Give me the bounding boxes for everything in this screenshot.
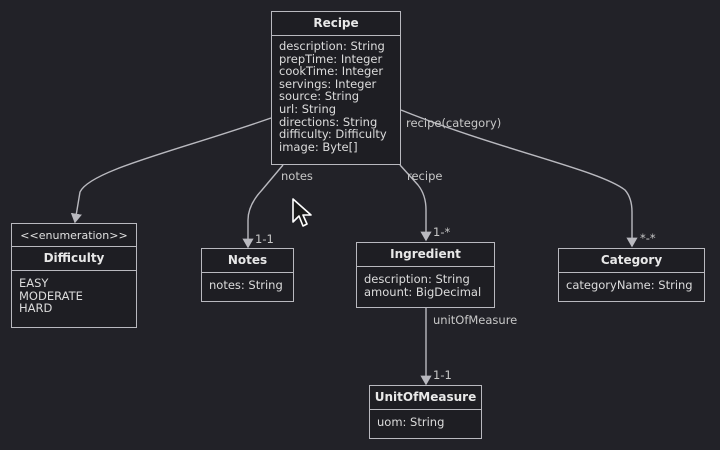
class-category[interactable]: Category categoryName: String bbox=[558, 248, 705, 302]
attribute: cookTime: Integer bbox=[279, 64, 384, 79]
attribute: directions: String bbox=[279, 114, 378, 129]
class-notes-name: Notes bbox=[202, 249, 293, 273]
attribute: source: String bbox=[279, 89, 360, 104]
class-unitofmeasure[interactable]: UnitOfMeasure uom: String bbox=[369, 385, 482, 439]
attribute: description: String bbox=[364, 272, 470, 286]
attribute: prepTime: Integer bbox=[279, 51, 383, 66]
edge-label-category-role: recipe(category) bbox=[406, 116, 502, 130]
attribute: image: Byte[] bbox=[279, 139, 358, 154]
class-difficulty-name: Difficulty bbox=[12, 247, 136, 271]
class-unitofmeasure-name: UnitOfMeasure bbox=[370, 386, 481, 410]
edge-label-uom-multiplicity: 1-1 bbox=[433, 368, 452, 382]
class-difficulty-literals: EASY MODERATE HARD bbox=[12, 271, 136, 320]
attribute: difficulty: Difficulty bbox=[279, 127, 387, 142]
class-difficulty[interactable]: <<enumeration>> Difficulty EASY MODERATE… bbox=[11, 223, 137, 328]
class-recipe[interactable]: Recipe description: String prepTime: Int… bbox=[271, 11, 401, 165]
edge-label-notes-role: notes bbox=[281, 169, 313, 183]
attribute: servings: Integer bbox=[279, 76, 377, 91]
attribute: amount: BigDecimal bbox=[364, 284, 482, 299]
class-difficulty-stereotype: <<enumeration>> bbox=[12, 224, 136, 247]
edge-label-ingredient-role: recipe bbox=[407, 169, 443, 183]
edge-recipe-category bbox=[400, 109, 638, 248]
edge-label-category-multiplicity: *-* bbox=[640, 231, 656, 245]
class-recipe-name: Recipe bbox=[272, 12, 400, 36]
class-recipe-attributes: description: String prepTime: Integer co… bbox=[272, 36, 400, 158]
attribute: uom: String bbox=[377, 415, 445, 429]
attribute: categoryName: String bbox=[566, 278, 693, 292]
edge-label-ingredient-multiplicity: 1-* bbox=[433, 225, 451, 239]
enum-literal: EASY bbox=[19, 276, 49, 290]
enum-literal: MODERATE bbox=[19, 288, 83, 303]
enum-literal: HARD bbox=[19, 301, 53, 316]
class-notes-attributes: notes: String bbox=[202, 273, 293, 297]
attribute: notes: String bbox=[209, 278, 283, 292]
class-category-attributes: categoryName: String bbox=[559, 273, 704, 297]
edge-recipe-ingredient bbox=[399, 164, 432, 242]
class-category-name: Category bbox=[559, 249, 704, 273]
class-ingredient-attributes: description: String amount: BigDecimal bbox=[357, 267, 494, 303]
attribute: description: String bbox=[279, 39, 385, 53]
edge-label-notes-multiplicity: 1-1 bbox=[255, 232, 274, 246]
class-unitofmeasure-attributes: uom: String bbox=[370, 410, 481, 434]
edge-recipe-difficulty bbox=[70, 117, 272, 224]
attribute: url: String bbox=[279, 101, 337, 116]
edge-label-uom-role: unitOfMeasure bbox=[433, 313, 518, 327]
mouse-pointer-icon bbox=[292, 198, 312, 227]
class-notes[interactable]: Notes notes: String bbox=[201, 248, 294, 302]
class-ingredient[interactable]: Ingredient description: String amount: B… bbox=[356, 242, 495, 308]
class-ingredient-name: Ingredient bbox=[357, 243, 494, 267]
edge-recipe-notes bbox=[242, 164, 284, 249]
